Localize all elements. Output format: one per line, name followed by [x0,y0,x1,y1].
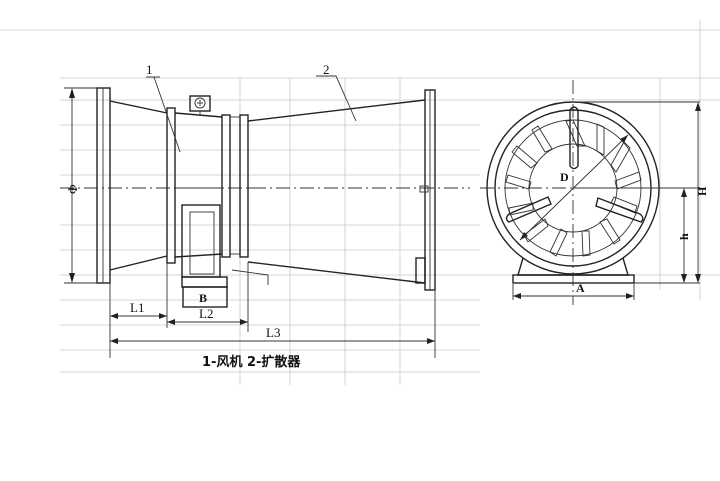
side-view: B 1 2 Φ L1 L2 L3 1-风机 2-扩散器 [60,62,470,370]
diffuser-support [415,257,426,284]
fan-flange-middle [221,114,231,258]
fan-flange-left [166,107,176,264]
caption: 1-风机 2-扩散器 [202,354,301,370]
guide-vanes [505,119,642,257]
label-D: D [560,170,569,184]
part-2-label: 2 [323,62,330,77]
leader-1 [153,76,181,153]
label-L1: L1 [130,300,144,315]
support-struts [505,106,644,223]
diffuser-flange-left [239,114,249,258]
inlet-cone [109,100,168,271]
base-b-box [182,286,228,308]
fan-base-foot [181,276,228,288]
label-phi: Φ [65,184,80,194]
label-L2: L2 [199,306,213,321]
label-L3: L3 [266,325,280,340]
label-H: H [695,186,709,196]
label-A: A [576,281,585,295]
diffuser-body [247,99,426,284]
front-base-plate [512,274,635,284]
leader-2 [316,75,357,122]
label-h: h [677,233,691,240]
label-B: B [199,291,207,305]
D-dimension-line [519,134,629,241]
inlet-flange [96,87,111,284]
part-1-label: 1 [146,62,153,77]
front-view: D A h H [480,80,709,305]
background-table-ghost [0,20,720,385]
